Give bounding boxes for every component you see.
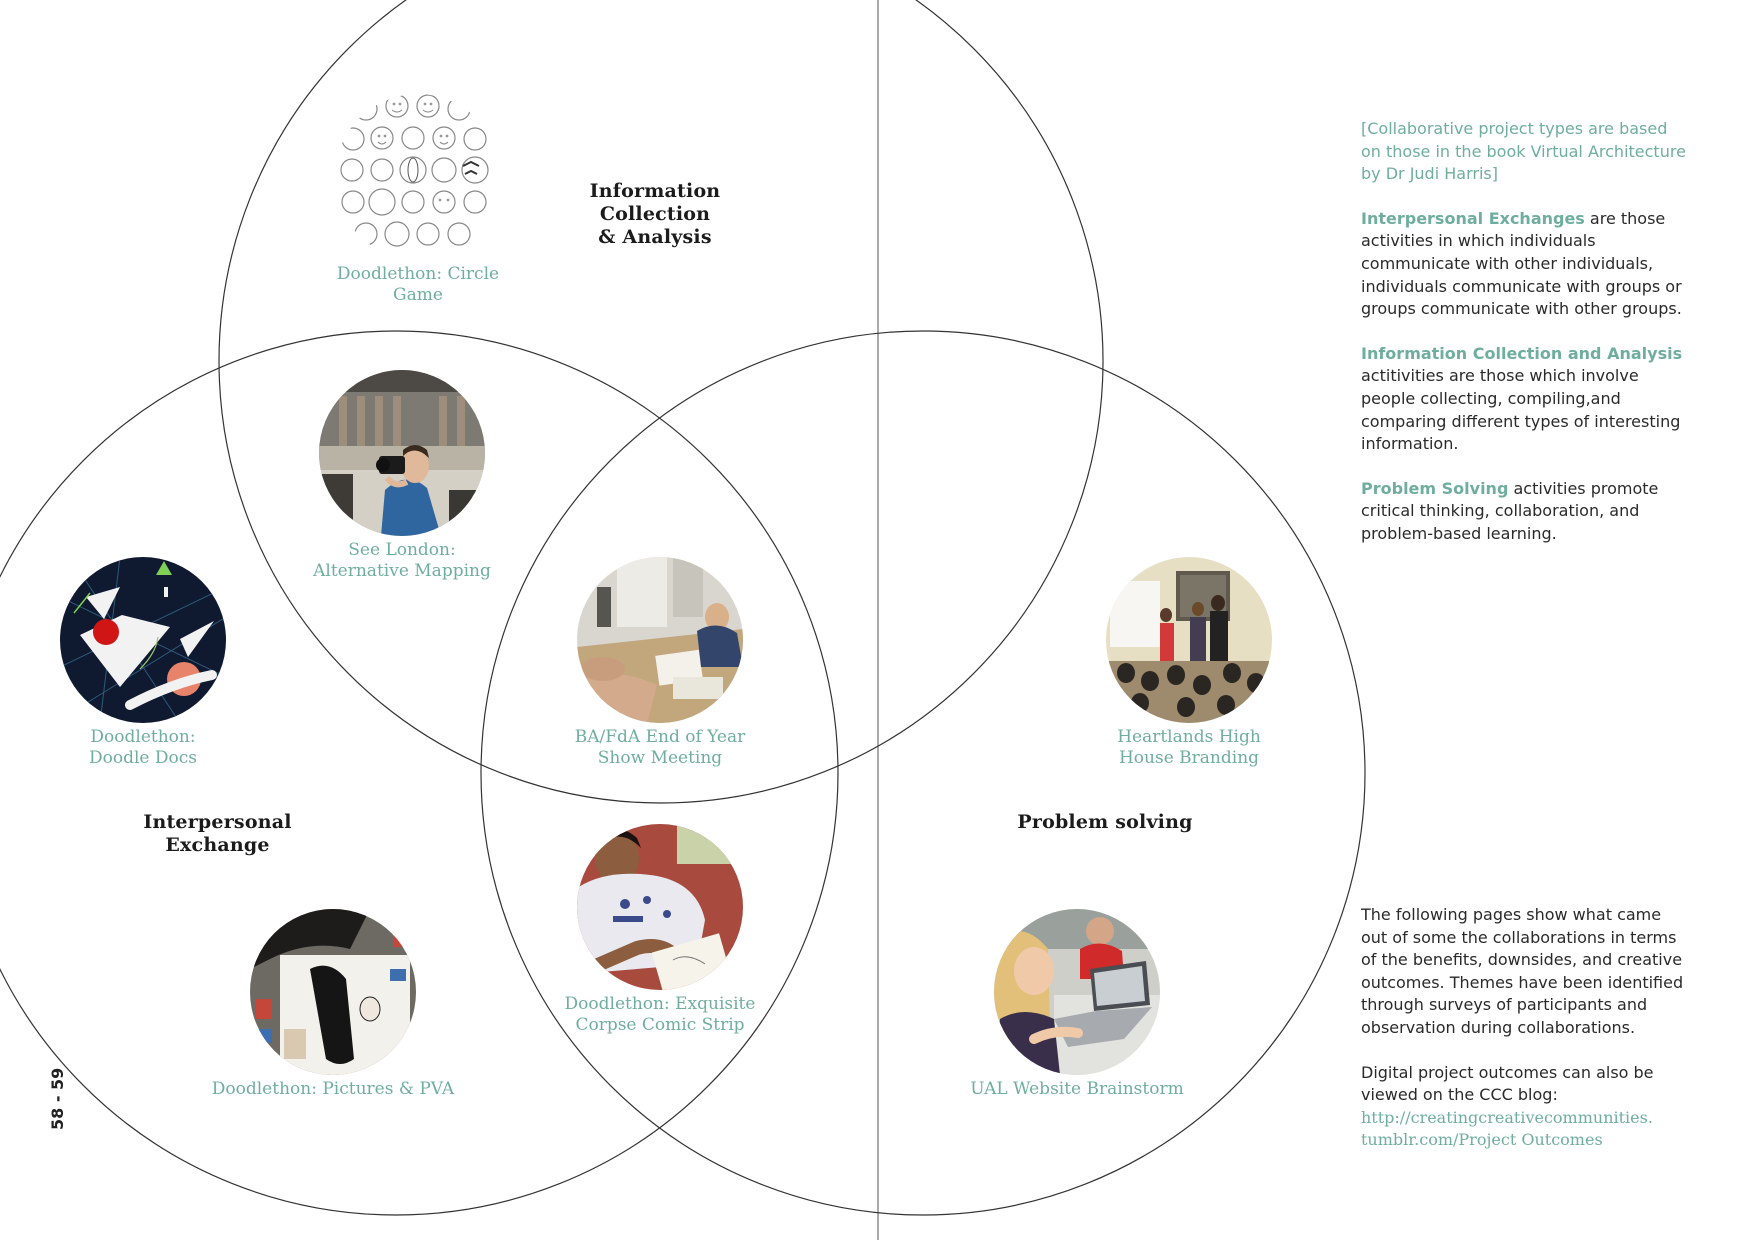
project-circle-game[interactable]: Doodlethon: Circle Game — [318, 94, 518, 306]
classroom-presentation-image — [1106, 557, 1272, 723]
info-term: Information Collection and Analysis — [1361, 343, 1683, 363]
problem-definition: Problem Solving activities promote criti… — [1361, 478, 1691, 546]
project-doodle-docs[interactable]: Doodlethon: Doodle Docs — [43, 557, 243, 769]
drawing-student-image — [577, 824, 743, 990]
info-text: actitivities are those which involve peo… — [1361, 366, 1681, 454]
project-caption: BA/FdA End of Year Show Meeting — [574, 727, 746, 768]
doodle-faces-grid-image — [335, 94, 501, 260]
project-pictures-pva[interactable]: Doodlethon: Pictures & PVA — [203, 909, 463, 1100]
problem-term: Problem Solving — [1361, 478, 1509, 498]
interpersonal-definition: Interpersonal Exchanges are those activi… — [1361, 208, 1691, 321]
digital-text: Digital project outcomes can also be vie… — [1361, 1062, 1654, 1105]
outcomes-paragraph: The following pages show what came out o… — [1361, 905, 1684, 1037]
laptop-students-image — [994, 909, 1160, 1075]
circle-problem-solving — [480, 330, 1366, 1216]
project-exquisite-corpse[interactable]: Doodlethon: Exquisite Corpse Comic Strip — [560, 824, 760, 1036]
project-ual-website[interactable]: UAL Website Brainstorm — [962, 909, 1192, 1100]
region-info-text: Information Collection & Analysis — [589, 180, 721, 248]
collage-table-image — [250, 909, 416, 1075]
region-label-problem: Problem solving — [1010, 811, 1200, 834]
project-caption: Doodlethon: Circle Game — [336, 264, 500, 305]
project-caption: Doodlethon: Exquisite Corpse Comic Strip — [564, 994, 756, 1035]
digital-paragraph: Digital project outcomes can also be vie… — [1361, 1062, 1691, 1152]
blog-link-line2: tumblr.com/Project Outcomes — [1361, 1130, 1603, 1150]
sidebar-text-bottom: The following pages show what came out o… — [1361, 904, 1691, 1152]
region-interpersonal-text: Interpersonal Exchange — [143, 811, 292, 856]
project-caption: Heartlands High House Branding — [1117, 727, 1261, 768]
project-end-of-year-meeting[interactable]: BA/FdA End of Year Show Meeting — [560, 557, 760, 769]
interpersonal-text: are those activities in which individual… — [1361, 208, 1682, 319]
project-caption: Doodlethon: Doodle Docs — [89, 727, 197, 768]
blog-link[interactable]: http://creatingcreativecommunities. tumbl… — [1361, 1108, 1653, 1150]
region-problem-text: Problem solving — [1017, 811, 1193, 833]
info-definition: Information Collection and Analysis acti… — [1361, 343, 1691, 456]
project-caption: UAL Website Brainstorm — [970, 1079, 1184, 1099]
circle-interpersonal-exchange — [0, 330, 839, 1216]
project-caption: See London: Alternative Mapping — [313, 540, 491, 581]
sidebar-note: [Collaborative project types are based o… — [1361, 119, 1686, 184]
problem-text: activities promote critical thinking, co… — [1361, 478, 1659, 543]
abstract-shapes-image — [60, 557, 226, 723]
interpersonal-term: Interpersonal Exchanges — [1361, 208, 1585, 228]
meeting-table-image — [577, 557, 743, 723]
circle-information-collection — [218, 0, 1104, 804]
project-see-london[interactable]: See London: Alternative Mapping — [302, 370, 502, 582]
project-caption: Doodlethon: Pictures & PVA — [211, 1079, 455, 1099]
page-number: 58 - 59 — [48, 1067, 67, 1130]
photographer-camera-image — [319, 370, 485, 536]
sidebar-text-top: [Collaborative project types are based o… — [1361, 118, 1691, 568]
region-label-interpersonal: Interpersonal Exchange — [90, 811, 345, 857]
region-label-information: Information Collection & Analysis — [540, 180, 770, 249]
project-heartlands-high[interactable]: Heartlands High House Branding — [1089, 557, 1289, 769]
blog-link-line1: http://creatingcreativecommunities. — [1361, 1107, 1653, 1127]
